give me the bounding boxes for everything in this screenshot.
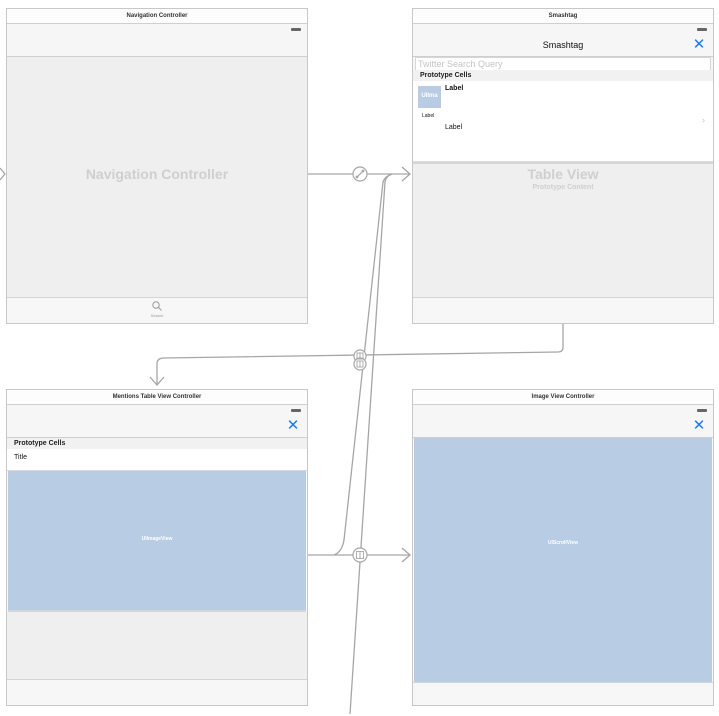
scroll-view[interactable]: UIScrollView: [414, 438, 712, 683]
scene-title: Image View Controller: [413, 390, 713, 405]
battery-icon: [697, 28, 707, 31]
battery-icon: [291, 28, 301, 31]
image-cell[interactable]: UIImageView: [8, 471, 306, 612]
content-area: [7, 57, 307, 298]
navigation-bar: [7, 24, 307, 57]
navigation-bar: Smashtag ✕: [413, 24, 713, 57]
cell-title-label: Label: [445, 85, 464, 92]
prototype-cell[interactable]: UIIma Label Label Label ›: [413, 81, 713, 162]
search-field[interactable]: Twitter Search Query: [415, 57, 711, 71]
tab-label-search[interactable]: Search: [150, 313, 164, 318]
table-content-area: [7, 612, 307, 679]
navigation-bar: ✕: [413, 405, 713, 438]
title-cell[interactable]: Title: [7, 449, 307, 471]
tab-bar: Search: [7, 297, 307, 323]
cell-title-label: Title: [14, 454, 27, 461]
cell-body-label: Label: [445, 124, 463, 131]
toolbar: [413, 297, 713, 323]
chevron-right-icon: ›: [702, 115, 705, 125]
smashtag-scene[interactable]: Smashtag Smashtag ✕ Twitter Search Query…: [412, 8, 714, 324]
toolbar: [7, 679, 307, 705]
close-x-icon[interactable]: ✕: [692, 416, 706, 434]
segue-badge-show-1: [352, 349, 368, 563]
placeholder-title: Table View: [527, 166, 599, 182]
placeholder-subtitle: Prototype Content: [532, 184, 594, 191]
battery-icon: [291, 409, 301, 412]
battery-icon: [697, 409, 707, 412]
toolbar: [413, 682, 713, 705]
scene-title: Navigation Controller: [7, 9, 307, 24]
section-header: Prototype Cells: [7, 438, 307, 449]
image-view-controller-scene[interactable]: Image View Controller ✕ UIScrollView: [412, 389, 714, 706]
scene-title: Mentions Table View Controller: [7, 390, 307, 405]
table-content-area: [413, 162, 713, 297]
cell-image-label: UIIma: [421, 93, 438, 99]
close-x-icon[interactable]: ✕: [692, 35, 706, 53]
cell-small-label: Label: [422, 113, 435, 119]
entry-arrow: [0, 167, 6, 181]
navigation-bar: ✕: [7, 405, 307, 438]
search-placeholder: Twitter Search Query: [418, 59, 503, 69]
navigation-controller-scene[interactable]: Navigation Controller Navigation Control…: [6, 8, 308, 324]
scene-title: Smashtag: [413, 9, 713, 24]
magnifier-icon[interactable]: [152, 301, 162, 311]
mentions-table-view-controller-scene[interactable]: Mentions Table View Controller ✕ Prototy…: [6, 389, 308, 706]
section-header: Prototype Cells: [413, 70, 713, 81]
nav-title: Smashtag: [542, 40, 584, 50]
scroll-view-label: UIScrollView: [547, 540, 579, 546]
segue-long-line-2: [349, 173, 393, 715]
close-x-icon[interactable]: ✕: [286, 416, 300, 434]
image-view-label: UIImageView: [141, 536, 173, 542]
cell-image-view: UIIma: [418, 86, 441, 108]
placeholder-label: Navigation Controller: [85, 166, 229, 182]
